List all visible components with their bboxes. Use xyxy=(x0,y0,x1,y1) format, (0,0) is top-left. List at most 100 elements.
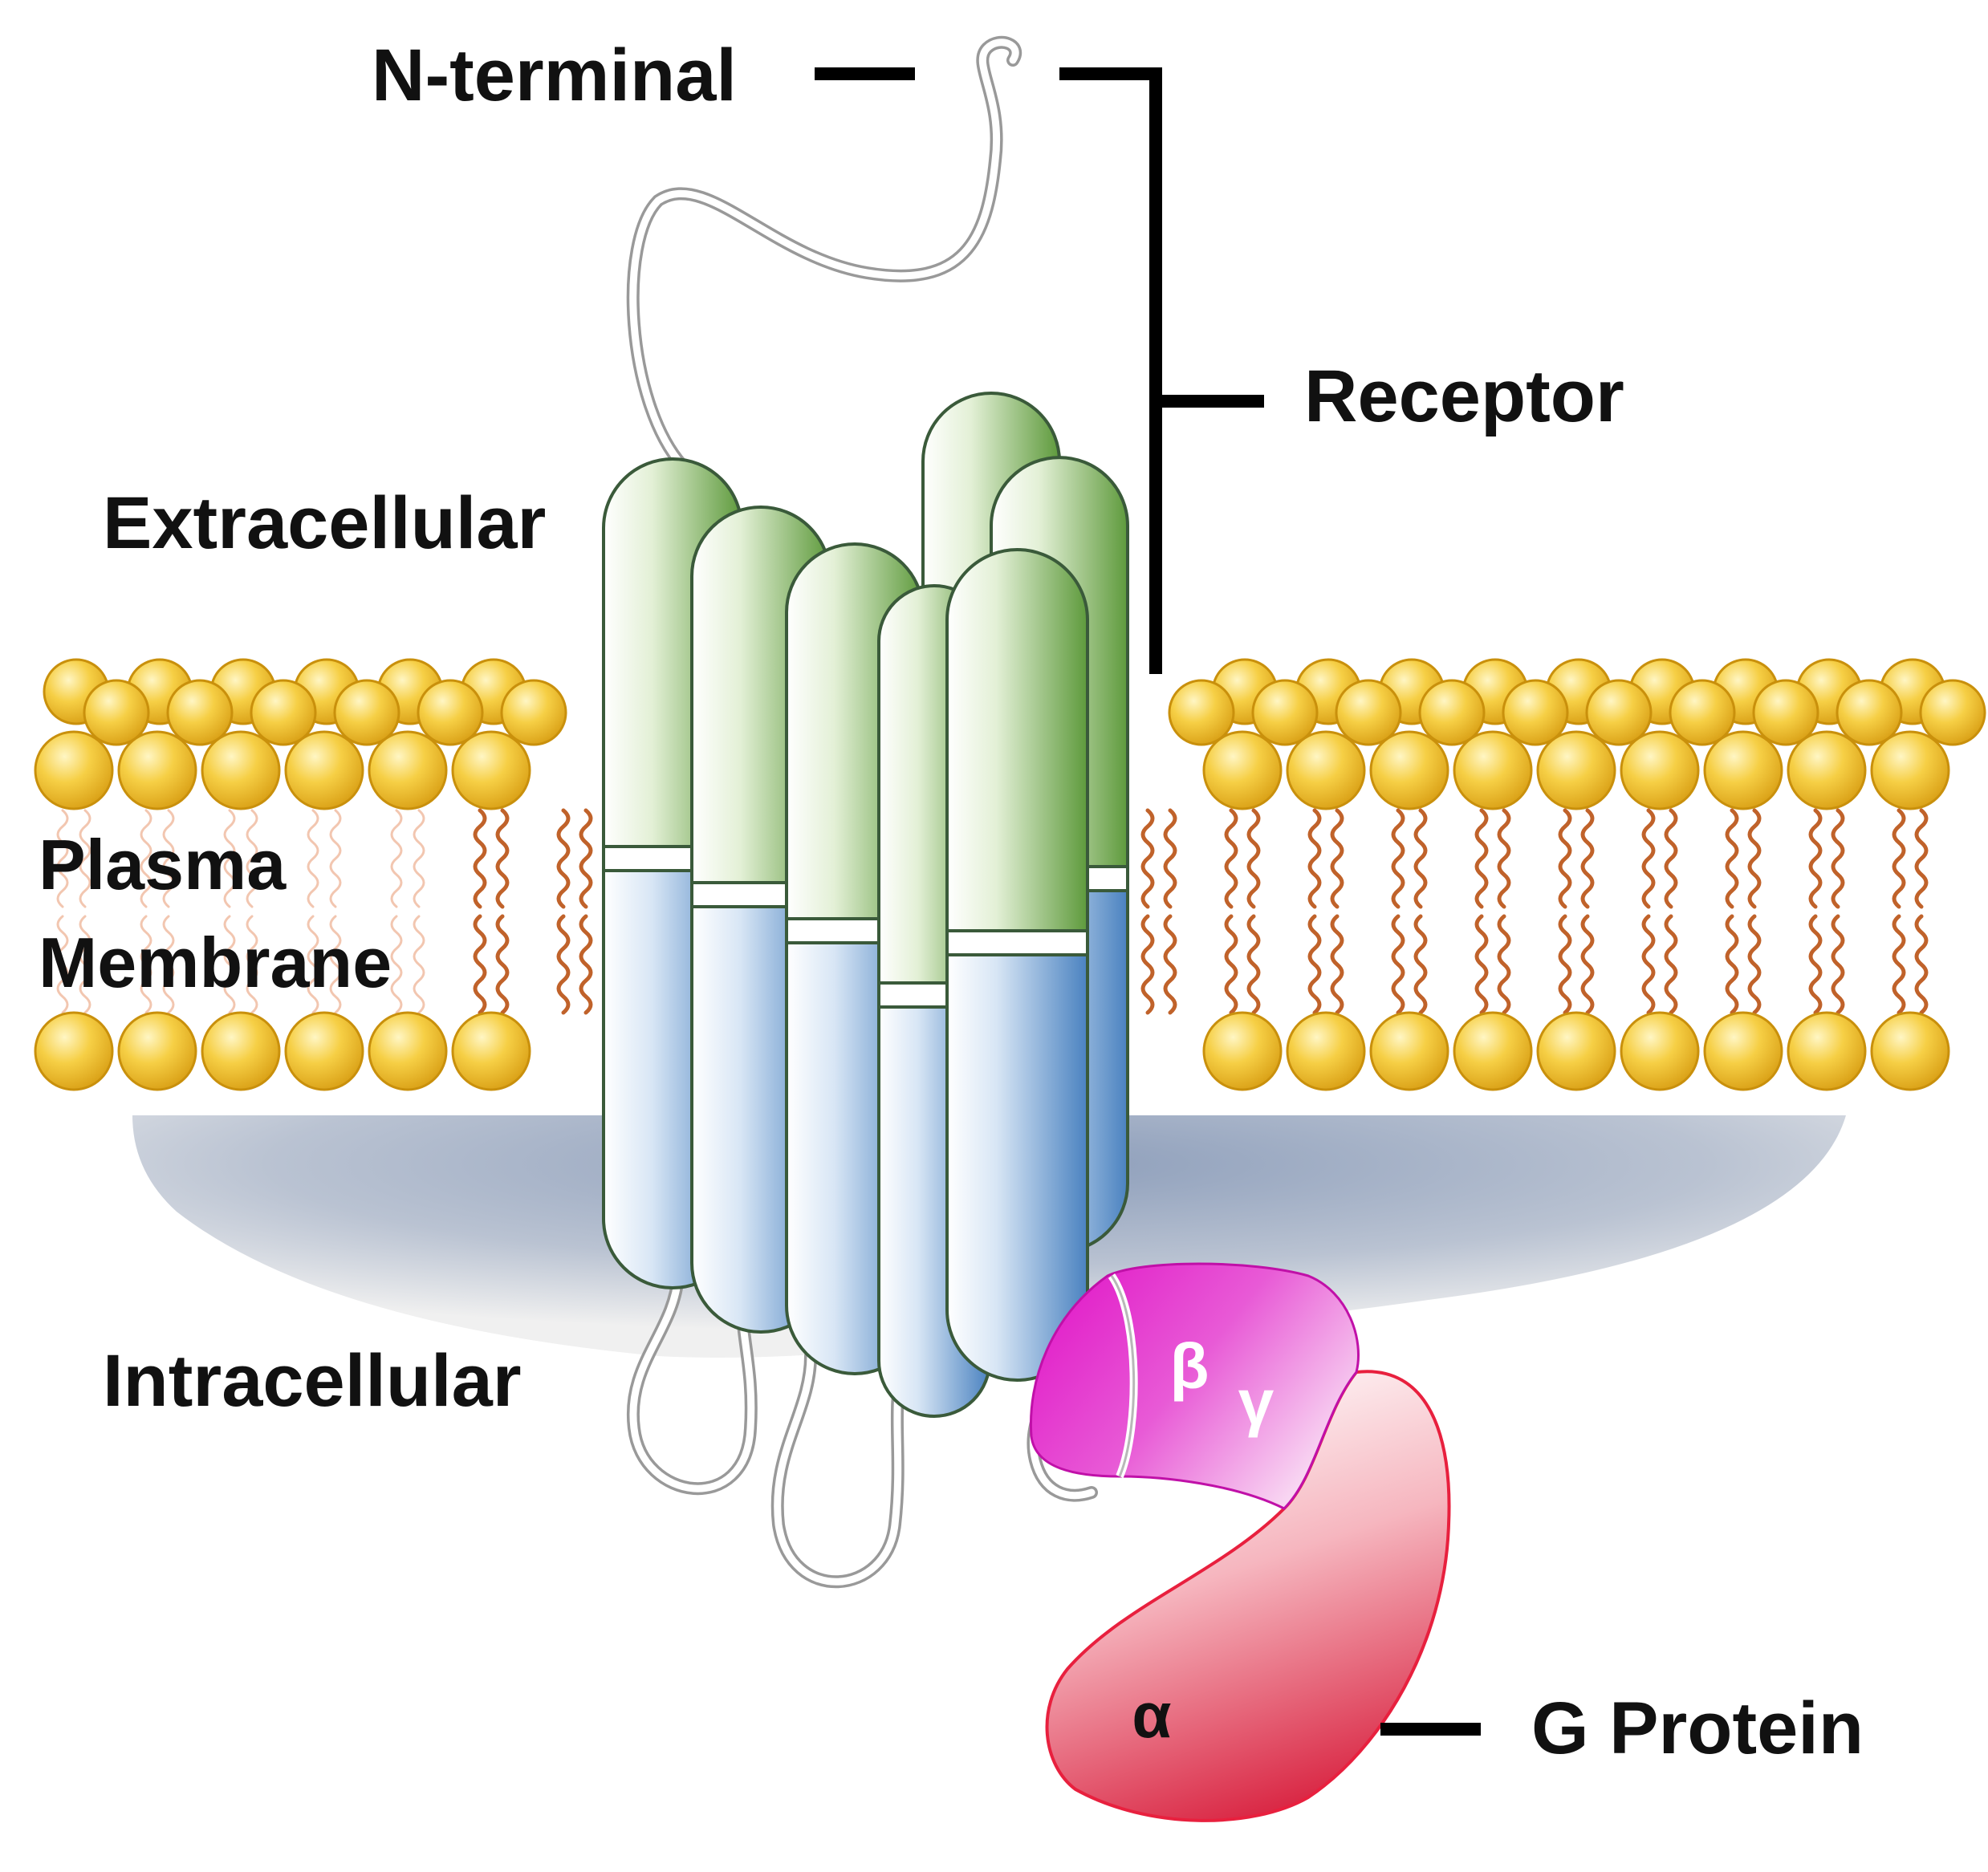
lipid-tail-64 xyxy=(1892,808,1906,909)
lipid-tail-50 xyxy=(1580,808,1595,909)
label-brackets xyxy=(815,67,1481,1736)
lipid-tail-53 xyxy=(1641,914,1656,1015)
lipid-tail-26 xyxy=(579,808,593,909)
lipid-head-lower-10 xyxy=(1536,1011,1616,1091)
lipid-head-lower-7 xyxy=(1286,1011,1366,1091)
lipid-head-lower-14 xyxy=(1870,1011,1950,1091)
lipid-tail-46 xyxy=(1497,808,1511,909)
lipid-head-middle-8 xyxy=(1335,679,1402,746)
lipid-head-middle-4 xyxy=(417,679,484,746)
lipid-head-middle-14 xyxy=(1836,679,1903,746)
lipid-tail-15 xyxy=(329,915,342,1014)
lipid-tail-55 xyxy=(1664,914,1678,1015)
lipid-tail-14 xyxy=(329,809,342,908)
lipid-tail-66 xyxy=(1914,808,1929,909)
lipid-head-front-13 xyxy=(1787,730,1867,810)
lipid-head-front-11 xyxy=(1620,730,1700,810)
g-beta-gamma-subunit xyxy=(1029,1262,1360,1510)
lipid-head-front-8 xyxy=(1369,730,1449,810)
lipid-tail-60 xyxy=(1808,808,1823,909)
lipid-tail-62 xyxy=(1831,808,1845,909)
lipid-tail-32 xyxy=(1224,808,1238,909)
lipid-head-front-7 xyxy=(1286,730,1366,810)
lipid-tail-5 xyxy=(140,915,152,1014)
lipid-head-front-0 xyxy=(34,730,114,810)
lipid-tail-48 xyxy=(1558,808,1572,909)
lipid-head-middle-9 xyxy=(1418,679,1486,746)
lipid-tail-37 xyxy=(1307,914,1322,1015)
lipid-tail-24 xyxy=(556,808,571,909)
lipid-head-lower-6 xyxy=(1202,1011,1283,1091)
lipid-tail-0 xyxy=(56,809,69,908)
lipid-head-front-2 xyxy=(201,730,281,810)
lipid-tail-4 xyxy=(140,809,152,908)
lipid-tail-58 xyxy=(1747,808,1762,909)
lipid-head-front-9 xyxy=(1453,730,1533,810)
lipid-head-middle-7 xyxy=(1251,679,1319,746)
lipid-tail-9 xyxy=(223,915,236,1014)
lipid-tail-40 xyxy=(1391,808,1405,909)
lipid-tail-17 xyxy=(390,915,403,1014)
lipid-head-middle-15 xyxy=(1919,679,1986,746)
lipid-tail-52 xyxy=(1641,808,1656,909)
lipid-head-lower-1 xyxy=(117,1011,197,1091)
lipid-tail-29 xyxy=(1140,914,1155,1015)
lipid-tail-56 xyxy=(1725,808,1739,909)
lipid-tail-67 xyxy=(1914,914,1929,1015)
lipid-tail-28 xyxy=(1140,808,1155,909)
lipid-tail-36 xyxy=(1307,808,1322,909)
lipid-tail-13 xyxy=(307,915,319,1014)
lipid-tail-2 xyxy=(79,809,91,908)
lipid-tail-6 xyxy=(162,809,175,908)
lipid-heads-upper-middle xyxy=(83,679,1986,746)
lipid-tail-8 xyxy=(223,809,236,908)
lipid-tail-12 xyxy=(307,809,319,908)
lipid-head-lower-12 xyxy=(1703,1011,1783,1091)
receptor-bracket xyxy=(1059,67,1162,674)
lipid-head-front-3 xyxy=(284,730,364,810)
lipid-tail-63 xyxy=(1831,914,1845,1015)
lipid-tail-11 xyxy=(246,915,258,1014)
n-terminal-chain-core xyxy=(629,39,1019,469)
lipid-tail-42 xyxy=(1413,808,1428,909)
lipid-head-middle-12 xyxy=(1669,679,1736,746)
label-extracellular: Extracellular xyxy=(103,482,546,564)
lipid-head-front-6 xyxy=(1202,730,1283,810)
lipid-tail-59 xyxy=(1747,914,1762,1015)
lipid-tail-49 xyxy=(1558,914,1572,1015)
gamma-label: γ xyxy=(1238,1366,1275,1438)
lipid-head-middle-10 xyxy=(1502,679,1569,746)
lipid-tail-33 xyxy=(1224,914,1238,1015)
g-alpha-subunit xyxy=(1045,1370,1451,1822)
lipid-head-lower-3 xyxy=(284,1011,364,1091)
lipid-head-lower-8 xyxy=(1369,1011,1449,1091)
lipid-head-front-14 xyxy=(1870,730,1950,810)
lipid-head-middle-2 xyxy=(250,679,317,746)
lipid-tail-19 xyxy=(413,915,425,1014)
lipid-head-lower-5 xyxy=(451,1011,531,1091)
lipid-head-lower-9 xyxy=(1453,1011,1533,1091)
label-plasma: Plasma xyxy=(39,825,287,904)
lipid-tail-34 xyxy=(1246,808,1261,909)
lipid-tail-25 xyxy=(556,914,571,1015)
lipid-tail-57 xyxy=(1725,914,1739,1015)
lipid-head-lower-0 xyxy=(34,1011,114,1091)
beta-gamma-divider-edge xyxy=(1110,1275,1136,1477)
label-membrane: Membrane xyxy=(39,923,392,1002)
g-protein: β γ α xyxy=(1029,1262,1451,1822)
lipid-tail-1 xyxy=(56,915,69,1014)
lipid-heads-upper-front xyxy=(34,730,1950,810)
lipid-tail-22 xyxy=(495,808,510,909)
lipid-head-front-12 xyxy=(1703,730,1783,810)
lipid-tail-7 xyxy=(162,915,175,1014)
lipid-head-front-5 xyxy=(451,730,531,810)
alpha-label: α xyxy=(1132,1679,1171,1751)
lipid-tail-23 xyxy=(495,914,510,1015)
lipid-head-front-10 xyxy=(1536,730,1616,810)
lipid-tail-39 xyxy=(1330,914,1344,1015)
lipid-tail-44 xyxy=(1474,808,1489,909)
lipid-tail-35 xyxy=(1246,914,1261,1015)
helix-5-extracellular-half xyxy=(945,548,1089,932)
receptor-helix-bundle xyxy=(602,392,1129,1418)
lipid-head-front-4 xyxy=(368,730,448,810)
